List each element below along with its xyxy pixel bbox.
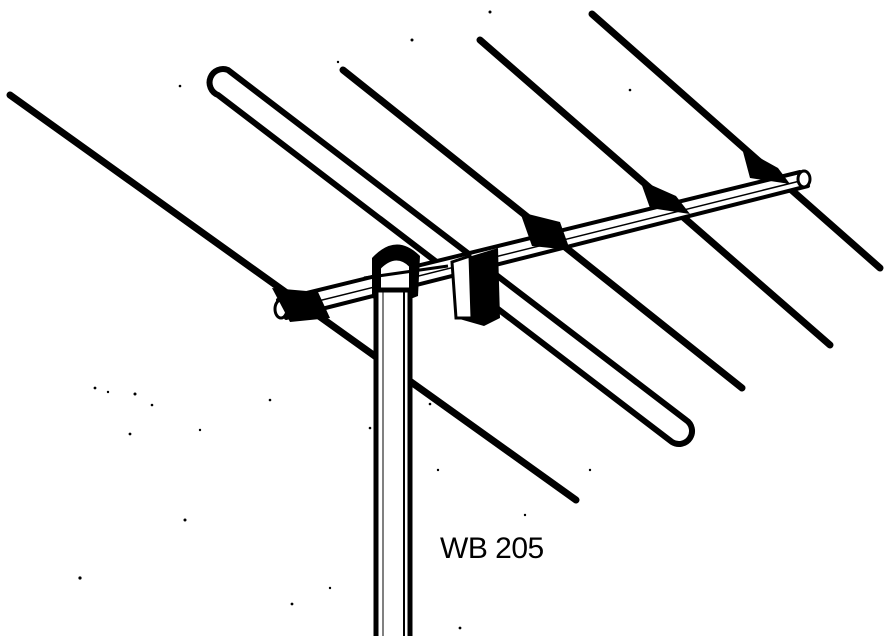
antenna-mast xyxy=(373,287,413,641)
director-element-3 xyxy=(588,10,884,272)
element-clamps xyxy=(272,148,790,322)
feed-junction-box xyxy=(450,248,500,326)
model-number-label: WB 205 xyxy=(440,532,544,565)
mast-clamp xyxy=(363,244,449,302)
speckle-noise xyxy=(78,10,632,630)
